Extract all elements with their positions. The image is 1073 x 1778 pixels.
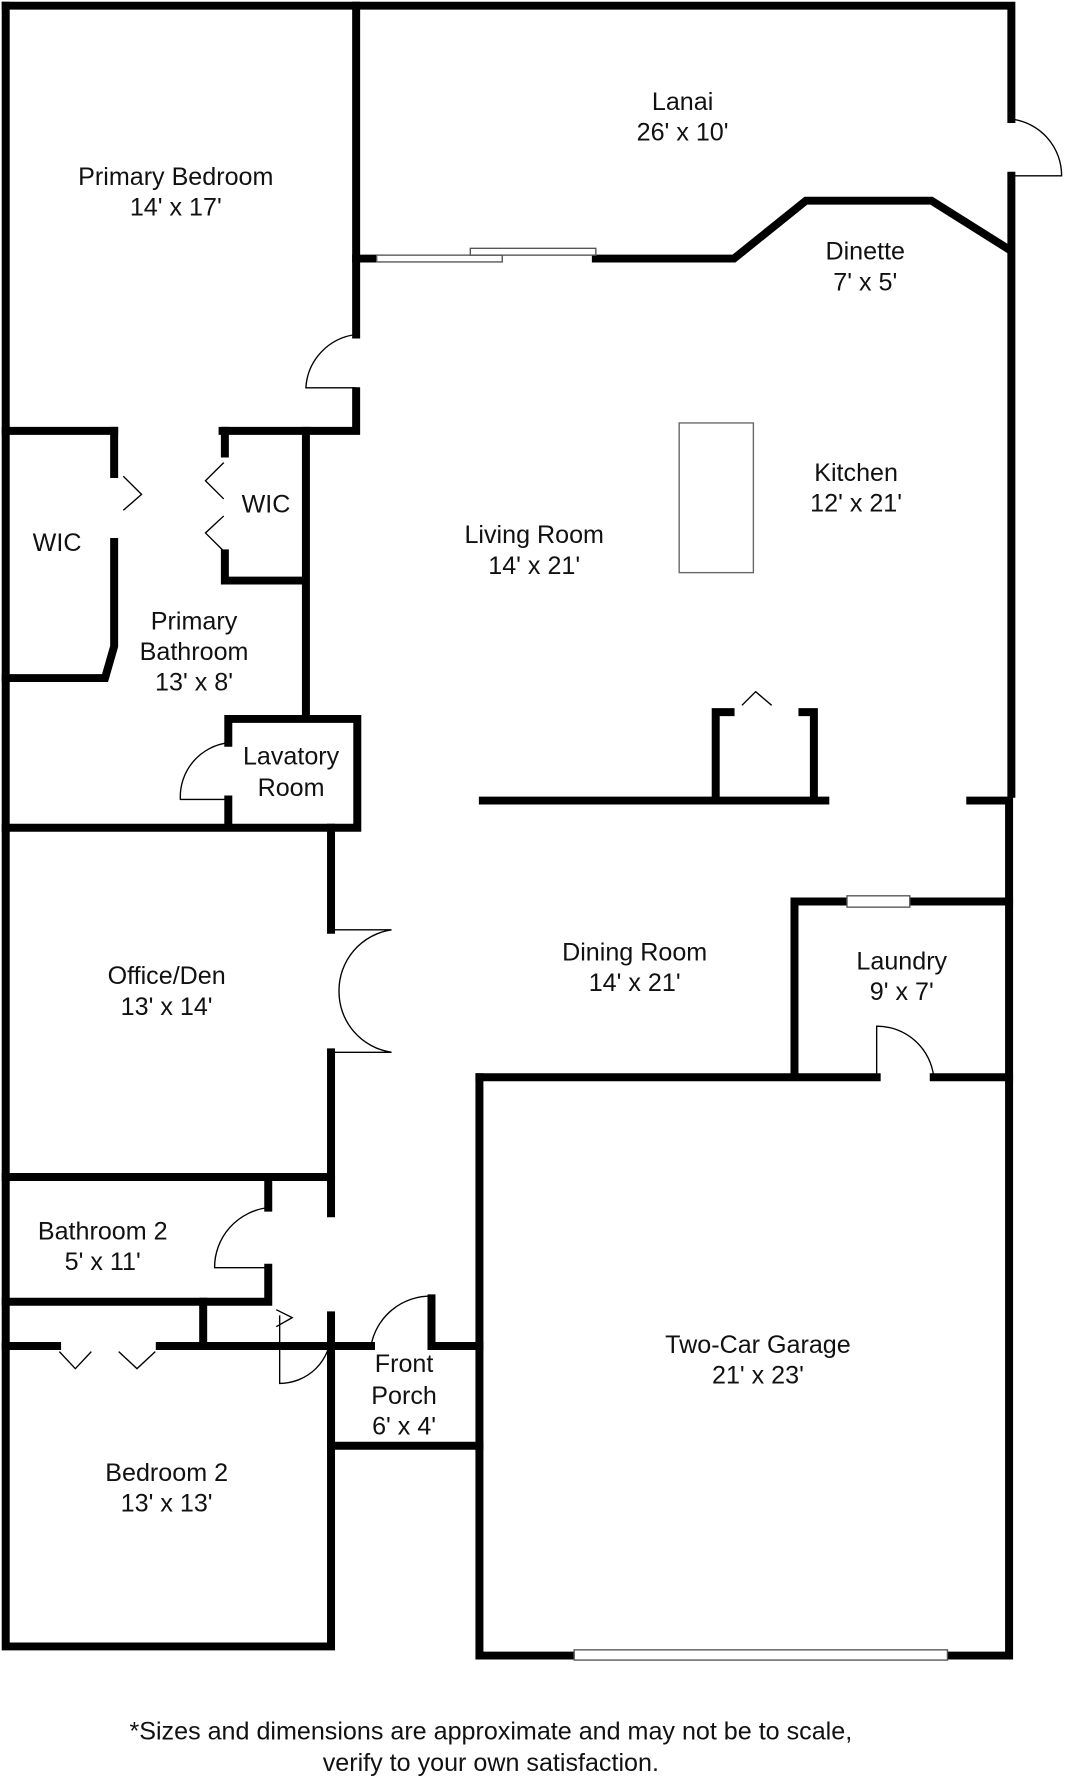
front-porch-name: Front bbox=[375, 1350, 434, 1378]
wic-left-name: WIC bbox=[33, 529, 82, 557]
walls bbox=[1, 1, 1016, 1660]
disclaimer-line1: *Sizes and dimensions are approximate an… bbox=[129, 1718, 852, 1746]
dinette-size: 7' x 5' bbox=[833, 268, 897, 296]
room-labels: Lanai 26' x 10' Primary Bedroom 14' x 17… bbox=[33, 88, 948, 1517]
bifold-doors bbox=[58, 462, 773, 1370]
primary-bedroom-name: Primary Bedroom bbox=[78, 163, 273, 191]
living-room-size: 14' x 21' bbox=[488, 552, 580, 580]
lavatory-name: Room bbox=[258, 774, 325, 802]
dining-room-size: 14' x 21' bbox=[589, 969, 681, 997]
kitchen-island bbox=[678, 422, 755, 574]
lanai-name: Lanai bbox=[652, 88, 713, 116]
kitchen-name: Kitchen bbox=[814, 459, 898, 487]
door-lavatory bbox=[179, 742, 229, 801]
garage-size: 21' x 23' bbox=[712, 1361, 804, 1389]
door-bathroom2 bbox=[213, 1206, 269, 1269]
wic-right-name: WIC bbox=[242, 491, 291, 519]
primary-bathroom-size: 13' x 8' bbox=[155, 669, 233, 697]
dinette-name: Dinette bbox=[825, 238, 905, 266]
primary-bathroom-name: Bathroom bbox=[140, 638, 249, 666]
primary-bathroom-name: Primary bbox=[151, 607, 238, 635]
bathroom2-name: Bathroom 2 bbox=[38, 1217, 168, 1245]
kitchen-size: 12' x 21' bbox=[810, 489, 902, 517]
bedroom2-size: 13' x 13' bbox=[121, 1490, 213, 1518]
disclaimer-line2: verify to your own satisfaction. bbox=[323, 1749, 659, 1777]
door-bedroom2 bbox=[278, 1315, 332, 1385]
door-lanai bbox=[1011, 118, 1063, 177]
lanai-size: 26' x 10' bbox=[637, 119, 729, 147]
office-size: 13' x 14' bbox=[121, 993, 213, 1021]
door-primary-bedroom bbox=[305, 333, 357, 389]
primary-bedroom-size: 14' x 17' bbox=[130, 194, 222, 222]
laundry-name: Laundry bbox=[856, 948, 947, 976]
sliding-door bbox=[469, 247, 597, 256]
bathroom2-size: 5' x 11' bbox=[65, 1248, 141, 1276]
front-porch-size: 6' x 4' bbox=[372, 1412, 436, 1440]
windows-doors bbox=[58, 118, 1063, 1661]
living-room-name: Living Room bbox=[464, 521, 604, 549]
door-front bbox=[370, 1295, 432, 1347]
laundry-window bbox=[846, 895, 911, 908]
office-name: Office/Den bbox=[108, 962, 226, 990]
sliding-door bbox=[376, 254, 503, 263]
dining-room-name: Dining Room bbox=[562, 939, 707, 967]
laundry-size: 9' x 7' bbox=[870, 978, 934, 1006]
bedroom2-name: Bedroom 2 bbox=[105, 1459, 228, 1487]
garage-door bbox=[573, 1649, 949, 1661]
lavatory-name: Lavatory bbox=[243, 742, 340, 770]
garage-name: Two-Car Garage bbox=[665, 1331, 851, 1359]
door-laundry bbox=[875, 1025, 935, 1078]
door-office bbox=[331, 929, 392, 1053]
front-porch-name: Porch bbox=[371, 1382, 437, 1410]
